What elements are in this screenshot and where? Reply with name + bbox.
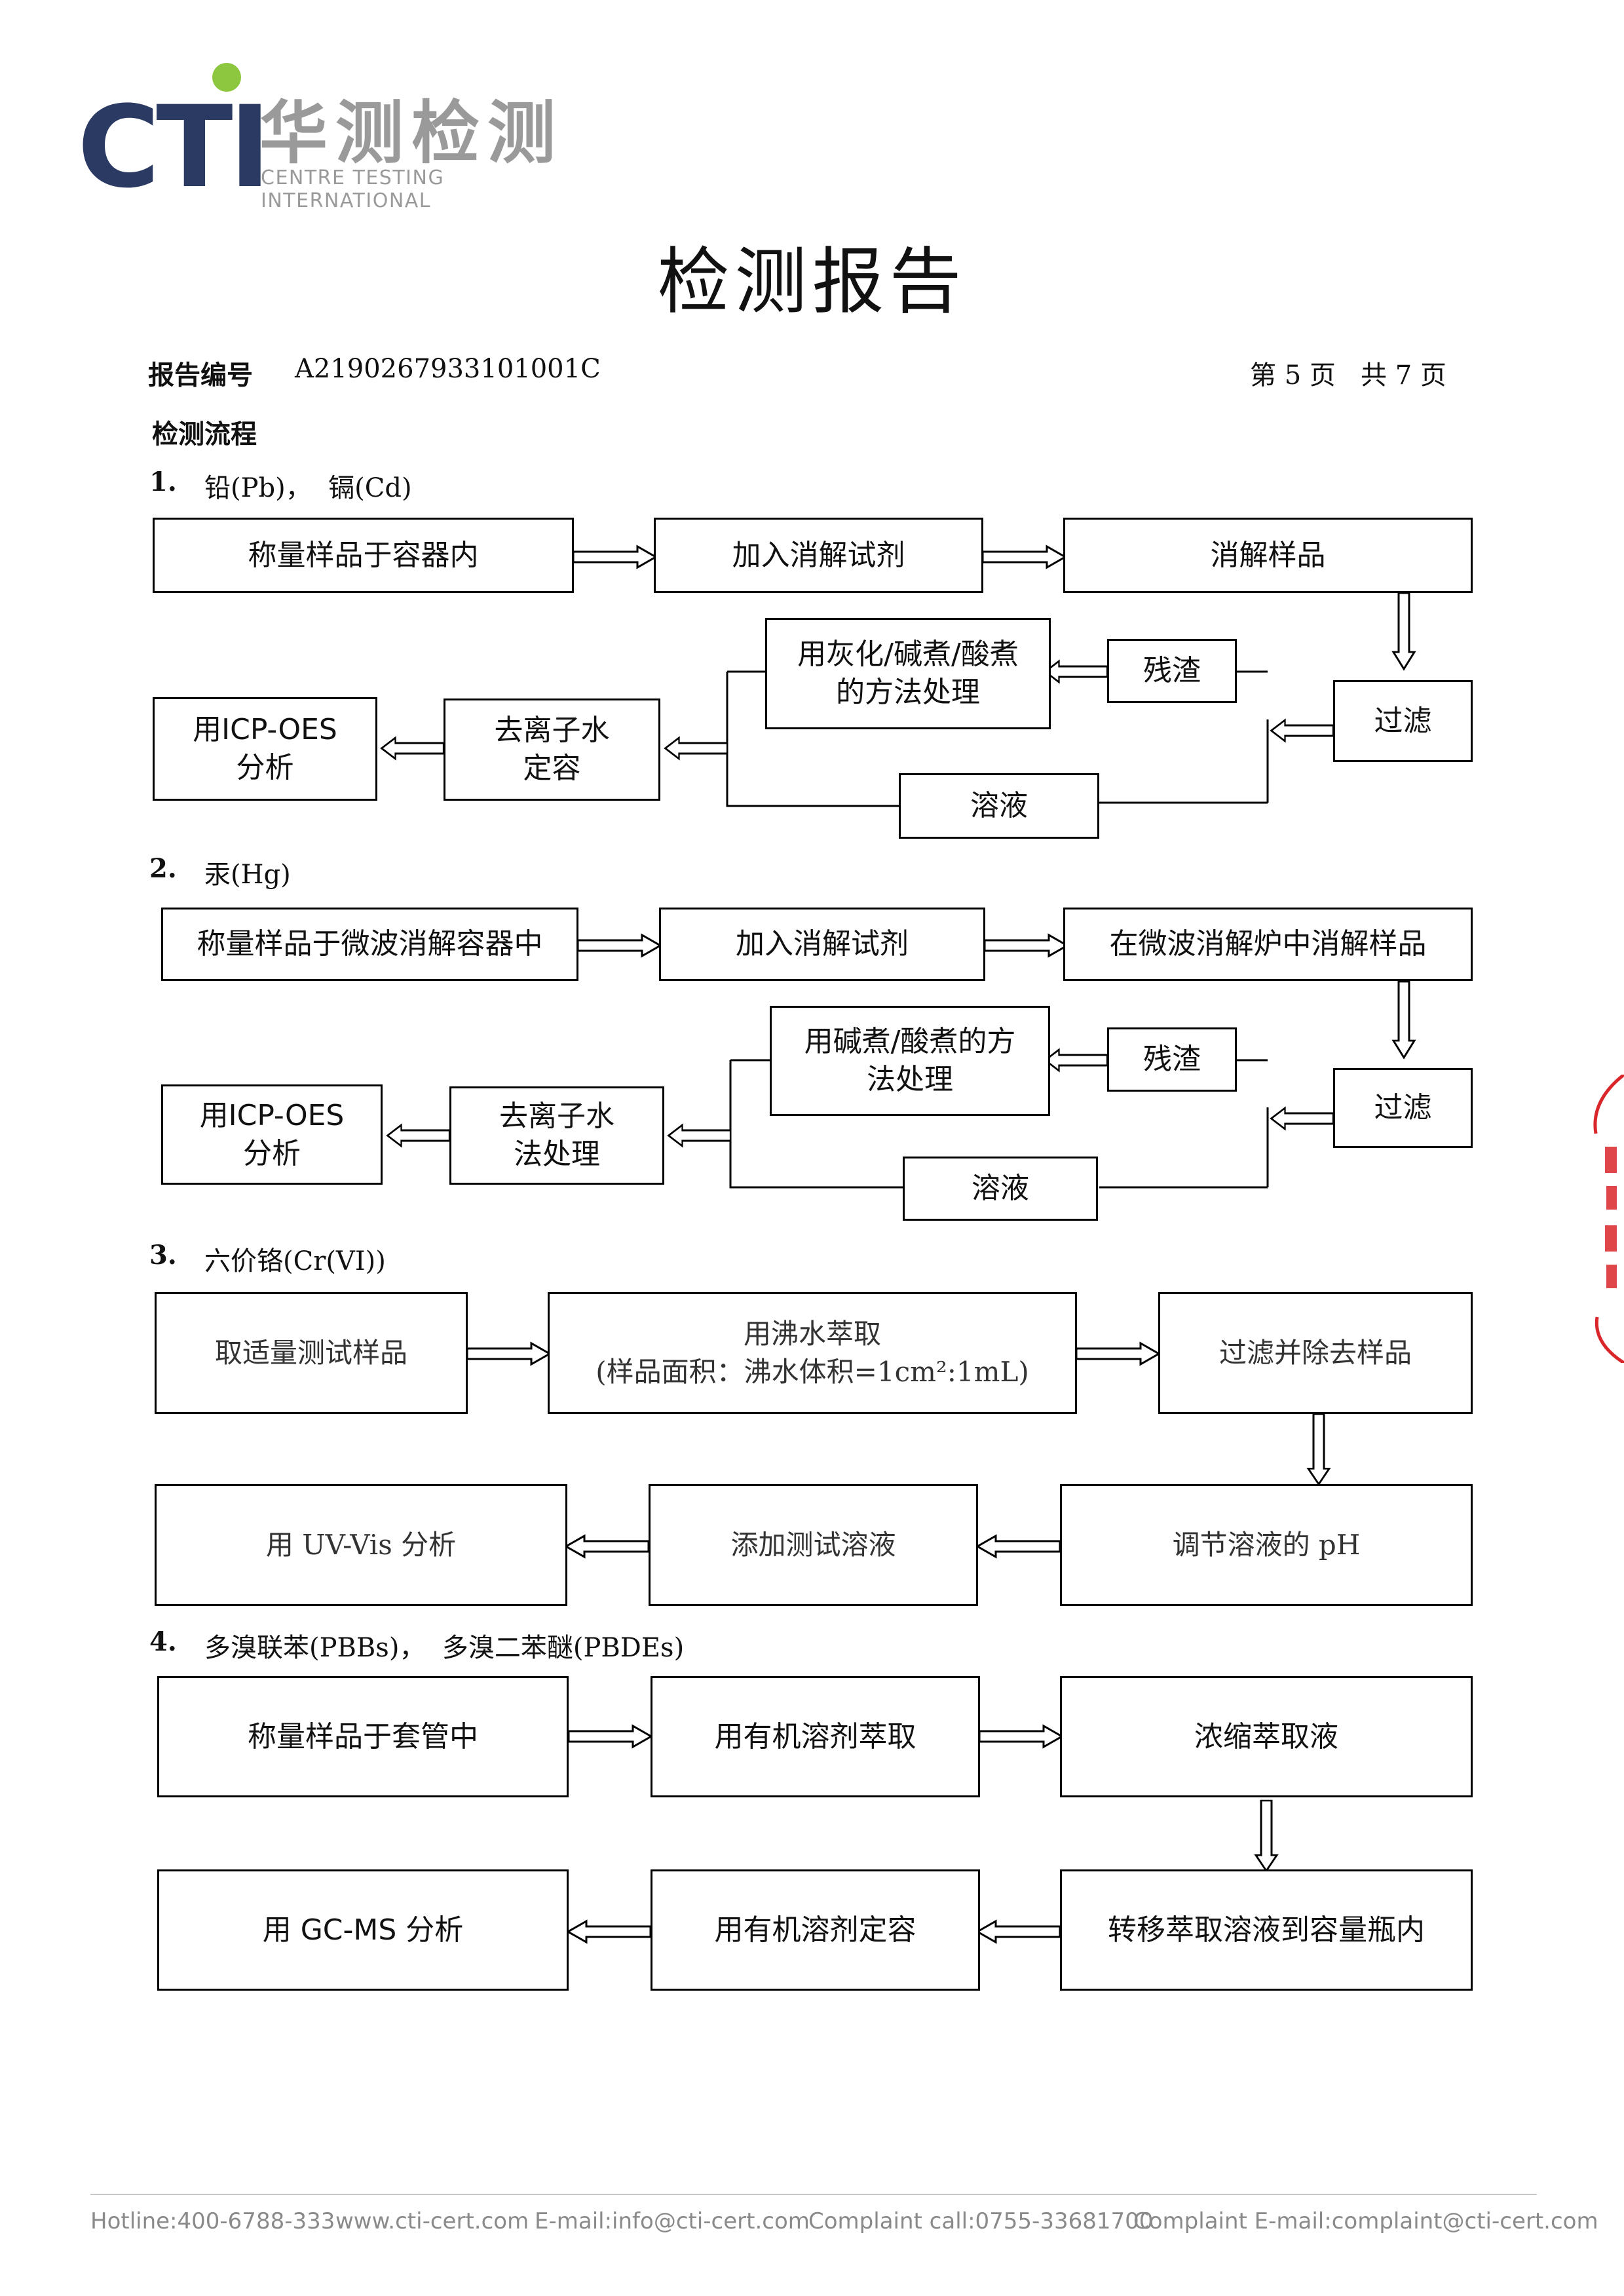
flow2-filter-box: 过滤 xyxy=(1333,1068,1473,1148)
flow2-weigh-box: 称量样品于微波消解容器中 xyxy=(161,908,578,981)
arrow-icon xyxy=(381,737,445,760)
footer-divider xyxy=(90,2194,1537,2195)
report-number: A2190267933101001C xyxy=(295,354,601,384)
section-number-4: 4. xyxy=(149,1626,177,1657)
arrow-icon xyxy=(1044,1048,1108,1072)
arrow-icon xyxy=(1075,1342,1160,1366)
arrow-icon xyxy=(664,737,728,760)
section-heading: 检测流程 xyxy=(152,419,257,450)
section-number-3: 3. xyxy=(149,1240,177,1271)
arrow-icon xyxy=(1307,1413,1331,1485)
flow2-add-reagent-box: 加入消解试剂 xyxy=(659,908,985,981)
arrow-icon xyxy=(572,545,657,569)
arrow-icon xyxy=(976,1535,1061,1558)
footer-hotline: Hotline:400-6788-333 xyxy=(90,2208,335,2234)
flow3-adjust-ph-box: 调节溶液的 pH xyxy=(1060,1484,1473,1606)
arrow-icon xyxy=(983,934,1068,957)
page-indicator: 第 5 页 共 7 页 xyxy=(1250,360,1446,391)
flow2-treatment-box: 用碱煮/酸煮的方 法处理 xyxy=(770,1006,1050,1116)
flow1-weigh-box: 称量样品于容器内 xyxy=(153,518,574,593)
flow4-volume-box: 用有机溶剂定容 xyxy=(651,1869,980,1991)
flow1-dilute-box: 去离子水 定容 xyxy=(444,698,660,801)
flow4-transfer-box: 转移萃取溶液到容量瓶内 xyxy=(1060,1869,1473,1991)
flow1-ash-treatment-box: 用灰化/碱煮/酸煮 的方法处理 xyxy=(765,618,1051,729)
flow4-weigh-box: 称量样品于套管中 xyxy=(157,1676,569,1797)
flow1-icp-box: 用ICP-OES 分析 xyxy=(153,697,377,801)
flow4-concentrate-box: 浓缩萃取液 xyxy=(1060,1676,1473,1797)
arrow-icon xyxy=(1392,592,1416,670)
arrow-icon xyxy=(976,1920,1061,1943)
arrow-icon xyxy=(466,1342,551,1366)
flow4-extract-box: 用有机溶剂萃取 xyxy=(651,1676,980,1797)
arrow-icon xyxy=(1270,1107,1334,1130)
arrow-icon xyxy=(567,1920,652,1943)
flow1-solution-box: 溶液 xyxy=(899,773,1099,839)
flow3-add-solution-box: 添加测试溶液 xyxy=(649,1484,978,1606)
flow3-uv-vis-box: 用 UV-Vis 分析 xyxy=(155,1484,567,1606)
footer-email[interactable]: E-mail:info@cti-cert.com xyxy=(535,2208,810,2234)
logo-dot-icon xyxy=(212,63,241,92)
flow2-residue-box: 残渣 xyxy=(1107,1027,1237,1092)
arrow-icon xyxy=(981,545,1067,569)
arrow-icon xyxy=(1044,660,1108,683)
flow1-residue-box: 残渣 xyxy=(1107,639,1237,703)
flow3-extract-box: 用沸水萃取 (样品面积：沸水体积=1cm²:1mL) xyxy=(548,1292,1077,1414)
flow2-solution-box: 溶液 xyxy=(903,1157,1098,1221)
flow2-dilute-box: 去离子水 法处理 xyxy=(449,1086,664,1185)
company-logo: CTI 华测检测 CENTRE TESTING INTERNATIONAL xyxy=(77,59,588,212)
section-number-1: 1. xyxy=(149,467,177,497)
arrow-icon xyxy=(576,934,662,957)
footer-complaint-email[interactable]: Complaint E-mail:complaint@cti-cert.com xyxy=(1133,2208,1598,2234)
arrow-icon xyxy=(1255,1799,1278,1872)
arrow-icon xyxy=(1270,719,1334,742)
arrow-icon xyxy=(1392,980,1416,1059)
official-stamp xyxy=(1593,1075,1624,1363)
footer-complaint-call: Complaint call:0755-33681700 xyxy=(808,2208,1154,2234)
flow1-filter-box: 过滤 xyxy=(1333,680,1473,762)
flow2-icp-box: 用ICP-OES 分析 xyxy=(161,1084,383,1185)
section-title-4: 多溴联苯(PBBs)， 多溴二苯醚(PBDEs) xyxy=(204,1633,685,1663)
arrow-icon xyxy=(387,1124,451,1147)
footer-website[interactable]: www.cti-cert.com xyxy=(335,2208,529,2234)
logo-chinese-name: 华测检测 xyxy=(259,93,564,173)
logo-cti-text: CTI xyxy=(77,81,271,213)
flow1-add-reagent-box: 加入消解试剂 xyxy=(654,518,983,593)
arrow-icon xyxy=(668,1124,732,1147)
flow3-take-sample-box: 取适量测试样品 xyxy=(155,1292,468,1414)
section-title-2: 汞(Hg) xyxy=(204,860,291,890)
logo-english-name: CENTRE TESTING INTERNATIONAL xyxy=(261,166,445,212)
arrow-icon xyxy=(567,1725,652,1748)
document-title: 检测报告 xyxy=(657,240,967,324)
flow1-digest-box: 消解样品 xyxy=(1063,518,1473,593)
flow3-filter-box: 过滤并除去样品 xyxy=(1158,1292,1473,1414)
section-title-1: 铅(Pb)， 镉(Cd) xyxy=(204,473,412,503)
flow2-digest-box: 在微波消解炉中消解样品 xyxy=(1063,908,1473,981)
section-title-3: 六价铬(Cr(VI)) xyxy=(204,1246,386,1276)
arrow-icon xyxy=(565,1535,650,1558)
flow4-gcms-box: 用 GC-MS 分析 xyxy=(157,1869,569,1991)
report-number-label: 报告编号 xyxy=(148,360,253,391)
section-number-2: 2. xyxy=(149,853,177,884)
arrow-icon xyxy=(978,1725,1063,1748)
